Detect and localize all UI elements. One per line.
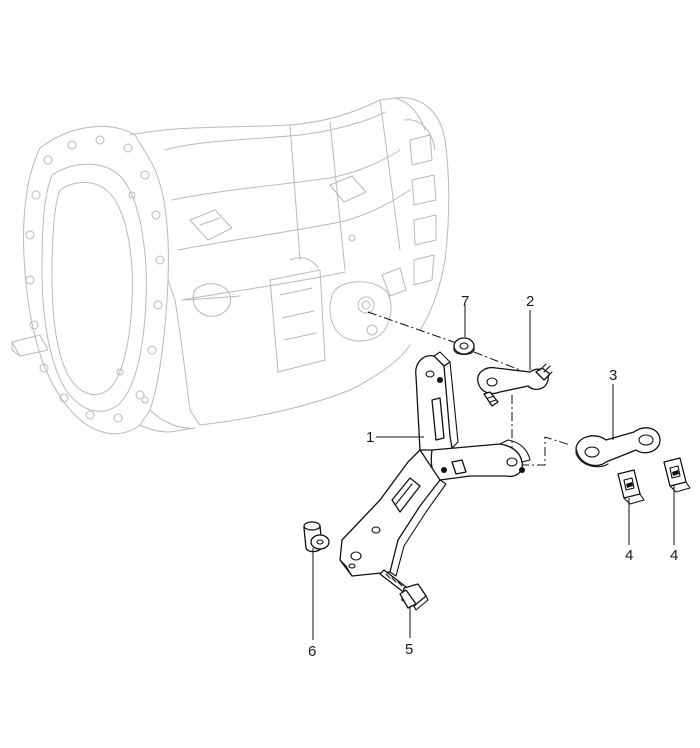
callout-6: 6	[308, 643, 316, 660]
assembly-axis-lines	[367, 311, 571, 466]
part-2-connecting-link	[477, 363, 553, 407]
callout-7: 7	[461, 293, 469, 310]
callout-1: 1	[366, 429, 374, 446]
part-7-washer	[453, 337, 475, 356]
part-5-bolt	[379, 569, 429, 611]
callout-5: 5	[405, 641, 413, 658]
callout-4-right: 4	[670, 547, 678, 564]
callout-2: 2	[526, 293, 534, 310]
transmission-housing	[11, 97, 450, 435]
callout-4-left: 4	[625, 547, 633, 564]
part-3-link-plate	[575, 427, 661, 468]
part-4-spring-clip-left	[617, 469, 645, 505]
part-1-bracket	[339, 351, 531, 577]
part-4-spring-clip-right	[663, 457, 691, 493]
part-6-bushing	[303, 521, 330, 553]
callout-leaders	[312, 305, 675, 640]
callout-3: 3	[609, 367, 617, 384]
